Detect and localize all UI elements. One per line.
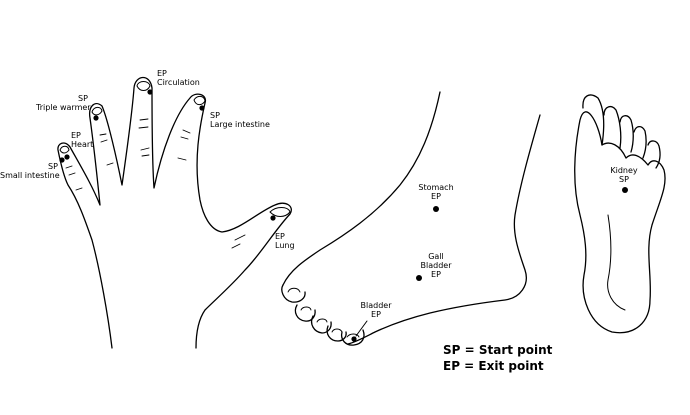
- bladder-name: Bladder: [360, 301, 392, 310]
- circulation-tag: EP: [157, 69, 167, 78]
- thumb-nail: [269, 207, 291, 217]
- bladder-tag: EP: [371, 310, 381, 319]
- sole-toes: [582, 94, 661, 169]
- legend: SP = Start point EP = Exit point: [443, 342, 552, 374]
- circulation-point: [147, 89, 153, 95]
- heart-name: Heart: [71, 140, 94, 149]
- stomach-tag: EP: [431, 192, 441, 201]
- kidney-name: Kidney: [610, 166, 638, 175]
- legend-ep: EP = Exit point: [443, 359, 544, 373]
- triple-warmer-name: Triple warmer: [36, 103, 91, 112]
- stomach-label: Stomach EP: [410, 183, 462, 201]
- heart-label: EP Heart: [71, 131, 93, 149]
- bladder-point: [351, 336, 357, 342]
- bladder-label: Bladder EP: [350, 301, 402, 319]
- small-intestine-point: [59, 157, 65, 163]
- triple-warmer-point: [93, 115, 99, 121]
- stomach-point: [433, 206, 439, 212]
- small-intestine-label: SP Small intestine: [0, 162, 60, 180]
- hand-drawing: [57, 76, 292, 349]
- toe-nails: [287, 287, 360, 338]
- legend-sp: SP = Start point: [443, 343, 553, 357]
- lung-tag: EP: [275, 232, 285, 241]
- point-markers: [59, 89, 628, 342]
- little-nail: [59, 145, 70, 154]
- large-intestine-label: SP Large intestine: [210, 111, 270, 129]
- gall-bladder-name-line2: Bladder: [420, 261, 452, 270]
- kidney-point: [622, 187, 628, 193]
- sole-outline: [574, 111, 666, 334]
- kidney-label: Kidney SP: [600, 166, 648, 184]
- large-intestine-tag: SP: [210, 111, 220, 120]
- foot-heel-outline: [347, 114, 541, 345]
- ring-nail: [91, 106, 103, 116]
- gall-bladder-name-line1: Gall: [428, 252, 444, 261]
- triple-warmer-tag: SP: [78, 94, 88, 103]
- heart-point: [64, 154, 70, 160]
- knuckle-creases: [65, 118, 246, 249]
- gall-bladder-tag: EP: [431, 270, 441, 279]
- heart-tag: EP: [71, 131, 81, 140]
- sole-inner-line: [607, 214, 626, 311]
- gall-bladder-label: Gall Bladder EP: [410, 252, 462, 279]
- kidney-tag: SP: [619, 175, 629, 184]
- gall-bladder-point: [416, 275, 422, 281]
- middle-nail: [136, 81, 151, 91]
- hand-outline: [57, 76, 292, 349]
- circulation-label: EP Circulation: [157, 69, 200, 87]
- foot-drawing: [281, 91, 541, 346]
- triple-warmer-label: SP Triple warmer: [36, 94, 91, 112]
- large-intestine-point: [199, 105, 205, 111]
- lung-name: Lung: [275, 241, 295, 250]
- index-nail: [193, 95, 206, 106]
- lung-point: [270, 215, 276, 221]
- stomach-name: Stomach: [418, 183, 454, 192]
- bladder-pointer-line: [355, 320, 368, 337]
- circulation-name: Circulation: [157, 78, 200, 87]
- small-intestine-name: Small intestine: [0, 171, 60, 180]
- small-intestine-tag: SP: [48, 162, 58, 171]
- large-intestine-name: Large intestine: [210, 120, 270, 129]
- toes: [281, 284, 365, 346]
- lung-label: EP Lung: [275, 232, 295, 250]
- sole-drawing: [574, 94, 666, 334]
- foot-top-outline: [282, 91, 441, 286]
